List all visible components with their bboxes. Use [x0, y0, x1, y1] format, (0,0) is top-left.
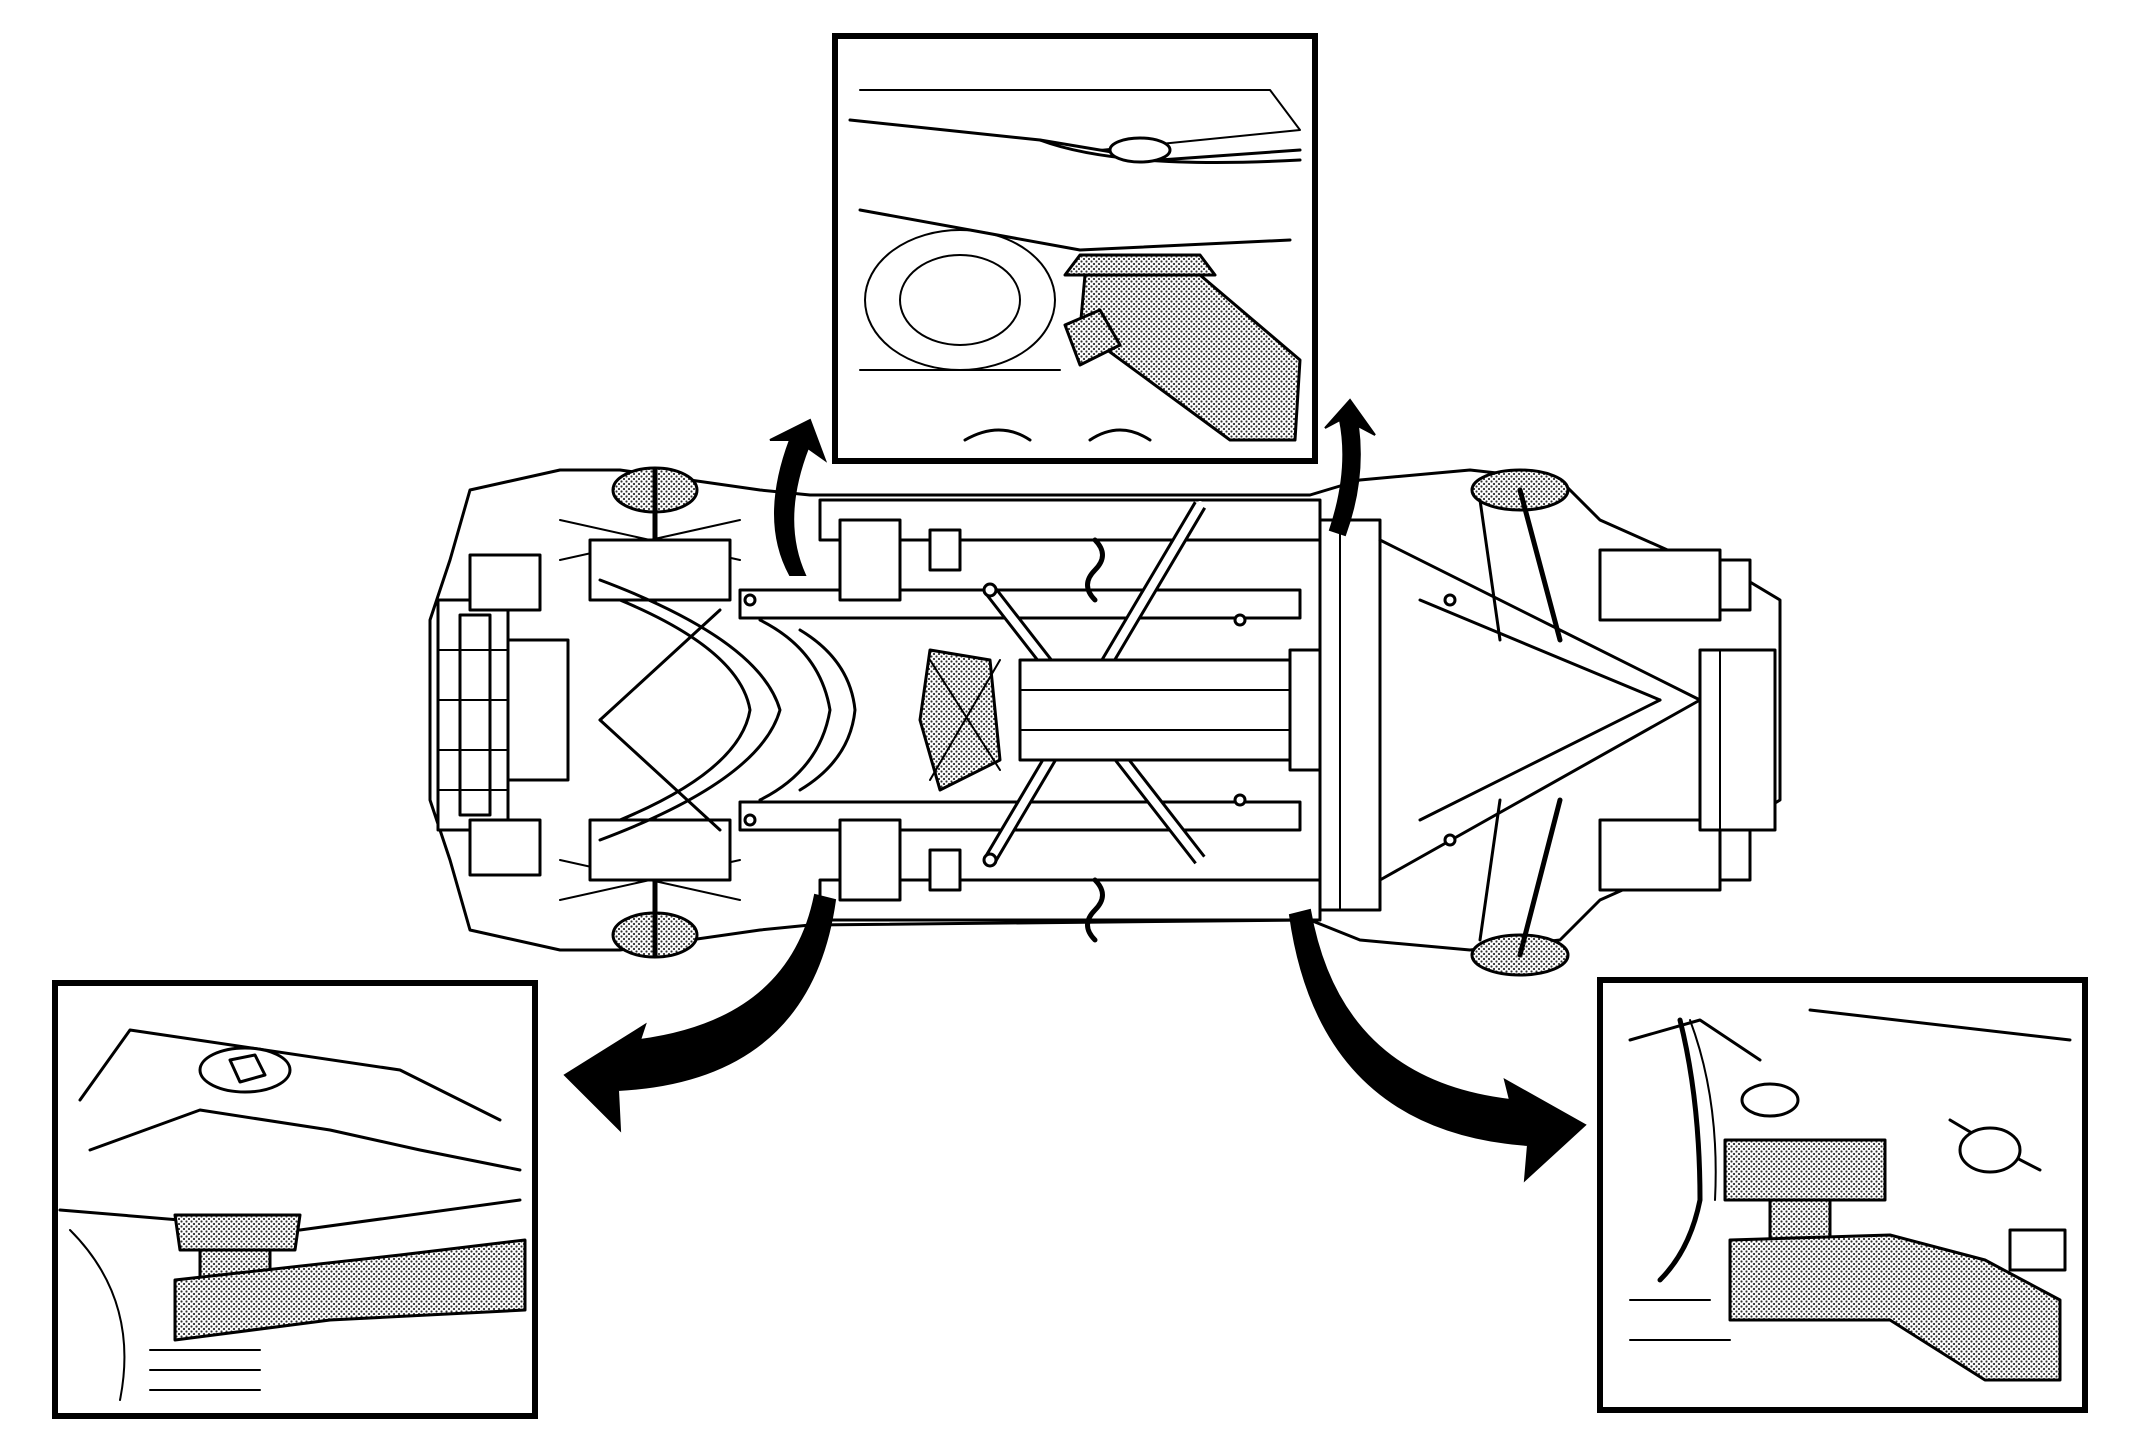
- front-right-hub: [559, 817, 741, 959]
- transmission-tunnel: [918, 648, 1362, 792]
- front-crossmember: [436, 553, 570, 877]
- lift-arm: [173, 1238, 527, 1342]
- lift-arm: [1728, 1233, 2062, 1382]
- rear-right-lift-point-inset: [1597, 977, 2088, 1413]
- front-lift-point-inset: [832, 33, 1318, 464]
- rear-left-lift-point-inset: [52, 980, 538, 1419]
- rear-left-hub: [1470, 468, 1752, 643]
- arrow-front-right: [1324, 398, 1376, 537]
- jack-pad: [1063, 253, 1217, 277]
- wiring-harness: [1657, 1017, 1703, 1283]
- front-left-hub: [559, 466, 741, 603]
- callout-arrows: [563, 398, 1587, 1183]
- arrow-rear-right: [1288, 908, 1587, 1183]
- arrow-front-left: [769, 418, 828, 576]
- lift-pad: [1723, 1138, 1887, 1202]
- rear-bumper: [1698, 648, 1777, 832]
- rear-right-hub: [1470, 797, 1752, 977]
- rear-crossmember: [1318, 518, 1702, 912]
- lift-pad: [173, 1213, 302, 1252]
- vehicle-underbody: [428, 466, 1782, 977]
- arrow-rear-left: [563, 893, 837, 1133]
